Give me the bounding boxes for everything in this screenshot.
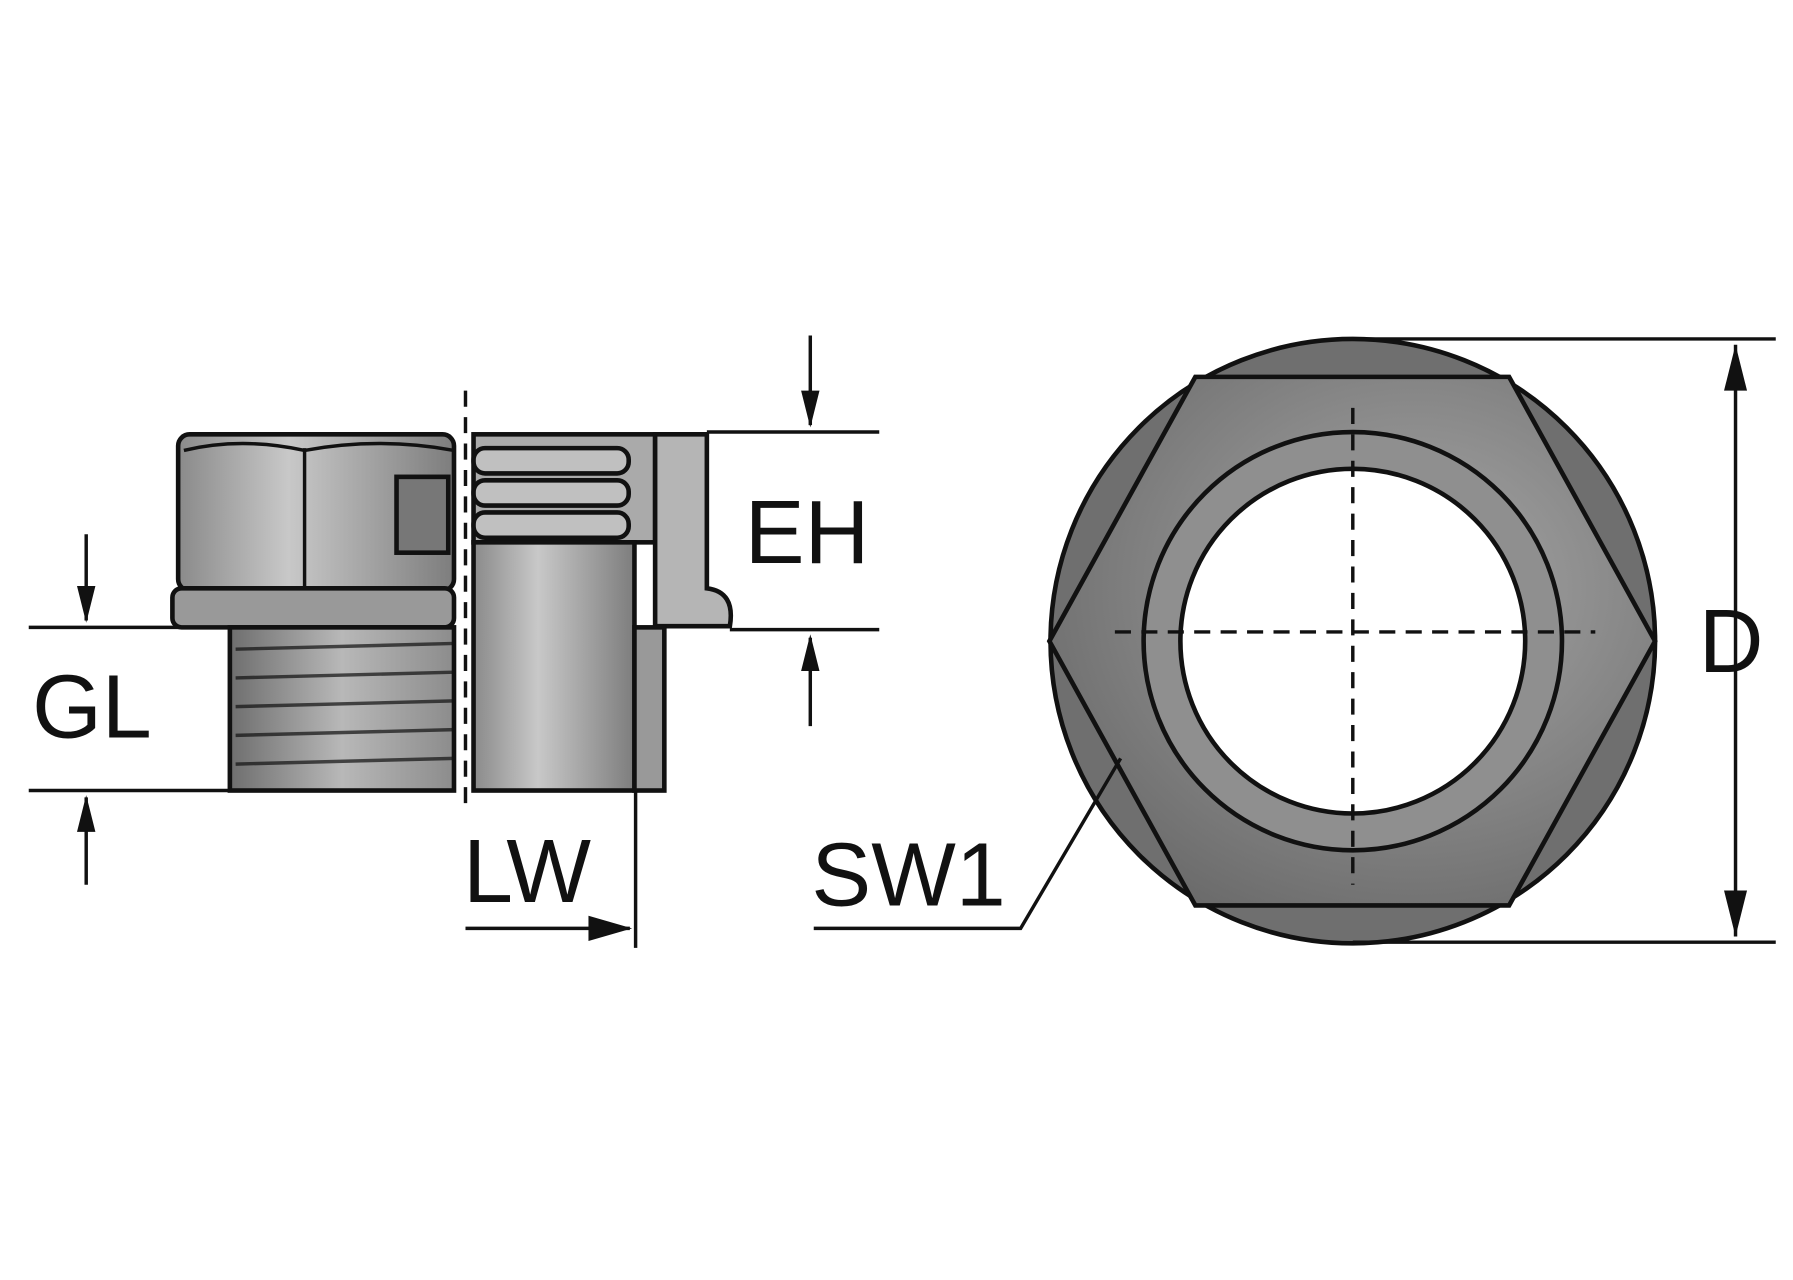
eh-dimension: EH bbox=[706, 335, 880, 727]
gl-label: GL bbox=[32, 657, 152, 757]
flange bbox=[170, 585, 457, 630]
gl-dimension: GL bbox=[28, 534, 230, 885]
d-dimension: D bbox=[1352, 337, 1776, 944]
sw1-label: SW1 bbox=[811, 824, 1005, 924]
thread-left bbox=[227, 625, 457, 793]
d-label: D bbox=[1699, 591, 1764, 691]
seal-section bbox=[652, 432, 734, 629]
sw1-dimension: SW1 bbox=[811, 757, 1123, 931]
eh-label: EH bbox=[745, 482, 870, 582]
inner-tube bbox=[471, 540, 637, 793]
lw-label: LW bbox=[463, 821, 591, 921]
front-view bbox=[1046, 336, 1658, 946]
lw-dimension: LW bbox=[463, 790, 638, 948]
thread-right bbox=[632, 625, 667, 793]
side-view bbox=[170, 390, 734, 811]
hex-window bbox=[394, 474, 451, 555]
